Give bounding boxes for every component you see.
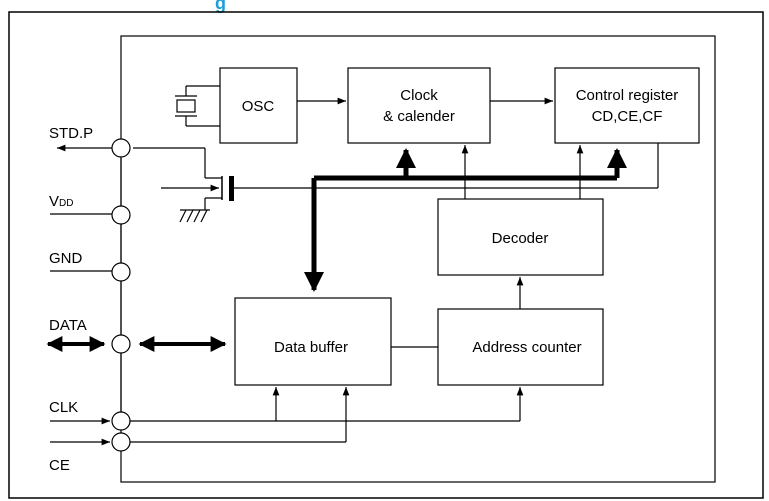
- clk-distribution: [130, 387, 524, 422]
- ce-label: CE: [49, 457, 70, 474]
- crystal-icon: [175, 85, 220, 127]
- data-buffer-label: Data buffer: [274, 339, 348, 356]
- clock-label-2: & calender: [383, 108, 455, 125]
- osc-label: OSC: [242, 98, 275, 115]
- gnd-label: GND: [49, 250, 83, 267]
- control-register-block: Control register CD,CE,CF: [554, 67, 700, 144]
- ground-icon: [179, 209, 210, 223]
- control-label-2: CD,CE,CF: [592, 108, 663, 125]
- vdd-label: VDD: [49, 193, 73, 210]
- decoder-label: Decoder: [492, 230, 549, 247]
- std-p-pin: [111, 138, 131, 158]
- osc-block: OSC: [219, 67, 298, 144]
- address-counter-label: Address counter: [472, 339, 581, 356]
- figure-border: [8, 11, 764, 499]
- data-pin: [111, 334, 131, 354]
- clock-label-1: Clock: [400, 87, 438, 104]
- clk-label: CLK: [49, 399, 78, 416]
- control-label-1: Control register: [576, 87, 679, 104]
- data-buffer-block: Data buffer: [234, 297, 392, 386]
- std-control-line: [232, 143, 659, 189]
- clock-calender-block: Clock & calender: [347, 67, 491, 144]
- data-label: DATA: [49, 317, 87, 334]
- std-p-label: STD.P: [49, 125, 93, 142]
- ce-distribution: [130, 387, 350, 443]
- vdd-pin: [111, 205, 131, 225]
- decoder-outputs: [461, 145, 584, 199]
- gnd-pin: [111, 262, 131, 282]
- address-counter-block: Address counter: [437, 308, 604, 386]
- decoder-block: Decoder: [437, 198, 604, 276]
- transistor-icon: [133, 147, 234, 210]
- ce-pin: [111, 432, 131, 452]
- title-fragment: g: [215, 0, 226, 13]
- clk-pin: [111, 411, 131, 431]
